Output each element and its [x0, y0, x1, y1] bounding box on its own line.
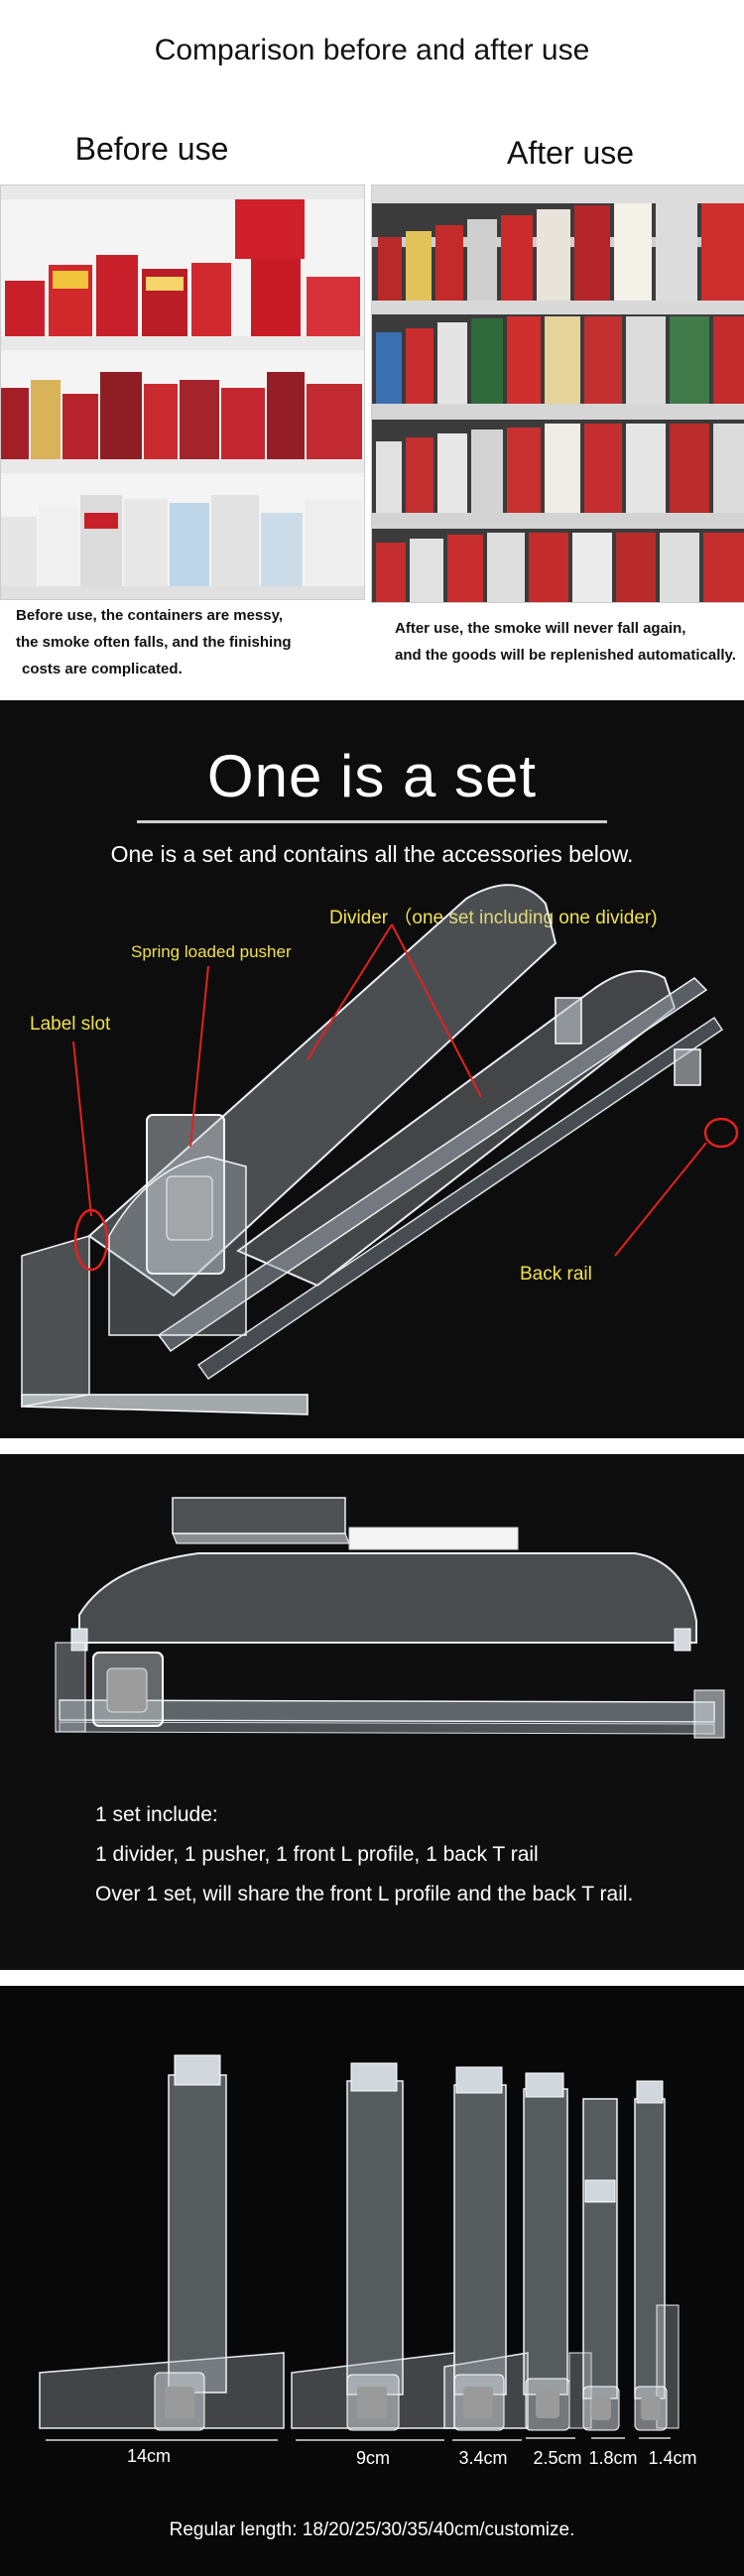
back-clip-shape — [555, 997, 582, 1044]
include-heading: 1 set include: — [95, 1803, 218, 1826]
before-caption-line: costs are complicated. — [22, 661, 183, 677]
width-label: 14cm — [126, 2446, 171, 2466]
one-set-section: One is a set One is a set and contains a… — [0, 700, 744, 1438]
before-heading: Before use — [74, 131, 229, 167]
divider-clip-shape — [70, 1628, 88, 1652]
back-rail-highlight-circle — [703, 1117, 739, 1149]
comparison-section: Comparison before and after use Before u… — [0, 0, 744, 694]
spring-coil-shape — [166, 1175, 213, 1241]
dimension-lines — [46, 2437, 671, 2441]
l-profile-base-shape — [172, 1533, 350, 1544]
pusher-paddle-shape — [55, 1642, 86, 1733]
back-rail-label: Back rail — [520, 1264, 592, 1285]
size-variant-14cm — [39, 2054, 285, 2431]
pusher-label: Spring loaded pusher — [131, 942, 292, 961]
components-illustration — [55, 1497, 725, 1739]
rail-track-shape — [157, 977, 708, 1353]
size-variant-2-5cm — [523, 2072, 592, 2431]
before-caption-line: Before use, the containers are messy, — [16, 607, 284, 624]
size-variant-9cm — [291, 2062, 455, 2431]
spring-shape — [106, 1667, 148, 1713]
size-variant-1-8cm — [582, 2098, 620, 2431]
back-rail-pointer-line — [614, 1142, 707, 1257]
rail-panel-shape — [236, 970, 677, 1288]
divider-shape — [78, 1552, 697, 1644]
pusher-set-illustration — [21, 884, 739, 1415]
regular-length-text: Regular length: 18/20/25/30/35/40cm/cust… — [169, 2519, 575, 2540]
width-label: 2.5cm — [533, 2448, 582, 2468]
rail-track-lower-shape — [196, 1016, 724, 1381]
include-line: 1 divider, 1 pusher, 1 front L profile, … — [95, 1843, 539, 1866]
after-shelf-image — [372, 185, 744, 602]
include-text-block: 1 set include: 1 divider, 1 pusher, 1 fr… — [95, 1795, 730, 1914]
rail-end-cap-shape — [693, 1689, 725, 1739]
label-slot-label: Label slot — [30, 1014, 111, 1035]
width-label: 1.8cm — [588, 2448, 638, 2468]
width-label: 1.4cm — [648, 2448, 697, 2468]
size-variant-3-4cm — [443, 2066, 529, 2431]
divider-pointer-line — [391, 923, 482, 1098]
set-include-section: 1 set include: 1 divider, 1 pusher, 1 fr… — [0, 1454, 744, 1970]
pusher-pointer-line — [189, 965, 209, 1148]
width-label: 9cm — [355, 2448, 390, 2468]
front-panel-shape — [21, 1234, 90, 1408]
after-photo — [371, 184, 744, 603]
label-strip-shape — [348, 1527, 519, 1550]
set-subtitle: One is a set and contains all the access… — [110, 841, 634, 867]
back-clip-shape — [674, 1048, 701, 1086]
set-title: One is a set — [206, 743, 538, 809]
before-caption-line: the smoke often falls, and the finishing — [16, 634, 292, 651]
before-photo — [0, 184, 365, 600]
before-shelf-image — [1, 185, 364, 599]
divider-label: Divider （one set including one divider) — [329, 908, 658, 928]
l-profile-shape — [172, 1497, 346, 1534]
pusher-paddle-shape — [108, 1156, 247, 1336]
title-divider-line — [137, 820, 607, 823]
after-caption-line: After use, the smoke will never fall aga… — [395, 620, 686, 637]
size-variant-1-4cm — [634, 2080, 680, 2431]
before-caption: Before use, the containers are messy, th… — [16, 602, 363, 682]
size-variants-illustration — [39, 2054, 680, 2441]
after-caption: After use, the smoke will never fall aga… — [395, 615, 744, 669]
divider-clip-shape — [674, 1628, 691, 1652]
sizes-section: 14cm 9cm 3.4cm 2.5cm 1.8cm 1.4cm Regular… — [0, 1986, 744, 2576]
include-line: Over 1 set, will share the front L profi… — [95, 1883, 634, 1905]
width-label: 3.4cm — [458, 2448, 508, 2468]
after-caption-line: and the goods will be replenished automa… — [395, 647, 736, 664]
comparison-title: Comparison before and after use — [154, 34, 590, 66]
after-heading: After use — [506, 135, 635, 171]
divider-pointer-line — [307, 923, 393, 1060]
label-slot-pointer-line — [72, 1041, 92, 1217]
